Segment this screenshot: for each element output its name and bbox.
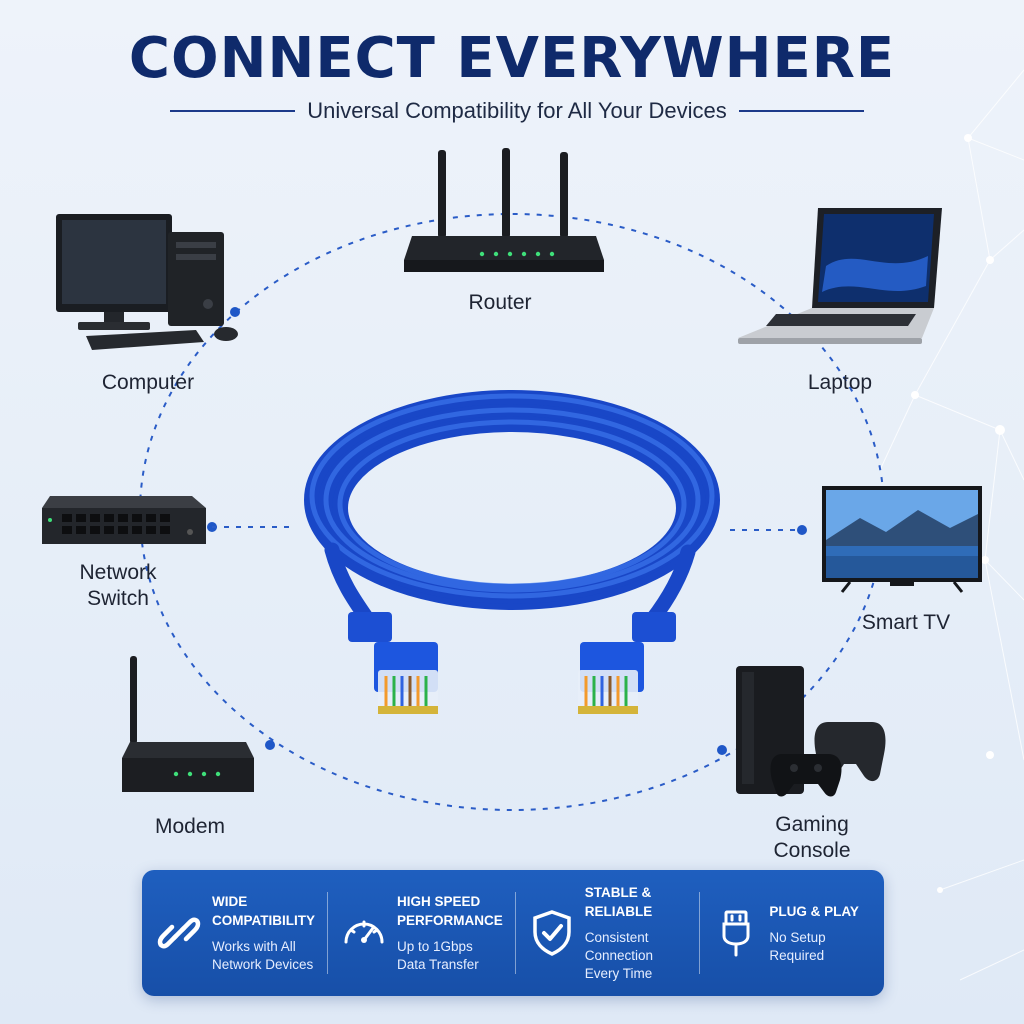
feature-title: STABLE & RELIABLE — [584, 885, 653, 919]
label-laptop: Laptop — [807, 371, 873, 394]
laptop-image — [738, 208, 942, 344]
link-icon — [157, 917, 201, 949]
rj45-plug-left — [348, 612, 438, 714]
label-gaming-console: Gaming Console — [773, 813, 851, 862]
divider — [170, 110, 296, 112]
feature-stable-reliable: STABLE & RELIABLE Consistent Connection … — [514, 870, 700, 996]
network-switch-image — [42, 496, 206, 544]
subtitle-row: Universal Compatibility for All Your Dev… — [170, 96, 864, 126]
page-subtitle: Universal Compatibility for All Your Dev… — [307, 98, 727, 123]
computer-image — [56, 214, 238, 350]
feature-description: Up to 1Gbps Data Transfer — [397, 939, 479, 972]
feature-description: No Setup Required — [769, 929, 826, 963]
shield-check-icon — [533, 910, 571, 956]
label-smart-tv: Smart TV — [861, 611, 951, 634]
page-title: CONNECT EVERYWHERE — [128, 26, 896, 91]
feature-title: PLUG & PLAY — [769, 903, 859, 919]
label-router: Router — [468, 291, 532, 314]
feature-high-speed: HIGH SPEED PERFORMANCE Up to 1Gbps Data … — [327, 870, 515, 996]
feature-plug-and-play: PLUG & PLAY No Setup Required — [699, 870, 884, 996]
ethernet-cable-image — [304, 390, 720, 714]
label-computer: Computer — [101, 371, 195, 394]
feature-description: Consistent Connection Every Time — [584, 930, 654, 981]
feature-title: HIGH SPEED PERFORMANCE — [397, 894, 503, 928]
rj45-plug-right — [578, 612, 676, 714]
feature-description: Works with All Network Devices — [212, 939, 314, 972]
gaming-console-image — [736, 666, 886, 797]
router-image — [404, 148, 604, 272]
divider — [738, 110, 864, 112]
modem-image — [122, 656, 254, 792]
speedometer-icon — [344, 920, 384, 944]
plug-icon — [722, 910, 750, 957]
smart-tv-image — [822, 486, 982, 593]
feature-title: WIDE COMPATIBILITY — [212, 894, 315, 928]
label-modem: Modem — [154, 815, 226, 838]
feature-wide-compatibility: WIDE COMPATIBILITY Works with All Networ… — [142, 870, 327, 996]
feature-bar: WIDE COMPATIBILITY Works with All Networ… — [142, 870, 884, 996]
label-network-switch: Network Switch — [79, 561, 157, 610]
